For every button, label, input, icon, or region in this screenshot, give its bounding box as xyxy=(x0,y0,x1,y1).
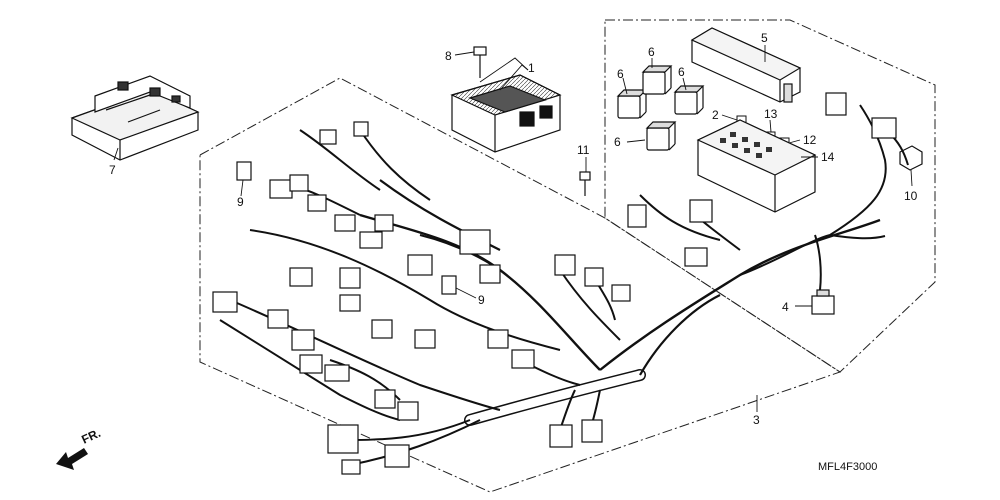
clip-part xyxy=(441,275,457,295)
callout-label: 9 xyxy=(478,293,485,307)
harness-connector xyxy=(689,199,713,223)
callout-label: 12 xyxy=(803,133,817,147)
harness-connector xyxy=(299,354,323,374)
harness-connector xyxy=(627,204,647,228)
harness-connector xyxy=(611,284,631,302)
callout-label: 11 xyxy=(577,143,590,157)
callout-label: 3 xyxy=(753,413,760,427)
harness-connector xyxy=(289,267,313,287)
callout-label: 6 xyxy=(614,135,621,149)
harness-connector xyxy=(479,264,501,284)
harness-connector xyxy=(289,174,309,192)
harness-connector xyxy=(554,254,576,276)
callout-label: 5 xyxy=(761,31,768,45)
clips xyxy=(236,161,457,295)
callout-label: 7 xyxy=(109,163,116,177)
harness-connector xyxy=(359,231,383,249)
callout-label: 9 xyxy=(237,195,244,209)
harness-connector xyxy=(384,444,410,468)
harness-connector xyxy=(339,294,361,312)
harness-connector xyxy=(825,92,847,116)
callout-label: 2 xyxy=(712,108,719,122)
bolt-part xyxy=(473,46,487,78)
callout-label: 1 xyxy=(528,61,535,75)
callout-label: 8 xyxy=(445,49,452,63)
callout-label: 6 xyxy=(678,65,685,79)
harness-connector xyxy=(324,364,350,382)
harness-connector xyxy=(581,419,603,443)
harness-connector xyxy=(267,309,289,329)
front-arrow-icon xyxy=(56,448,88,470)
harness-connector xyxy=(684,247,708,267)
relay-part xyxy=(645,121,677,151)
direction-label: FR. xyxy=(79,426,102,447)
callout-labels: 8 1 7 5 6 6 6 6 2 13 12 14 11 9 9 10 4 3 xyxy=(109,31,918,427)
harness-connector xyxy=(414,329,436,349)
connector-part xyxy=(811,289,835,315)
harness-connector xyxy=(397,401,419,421)
harness-connector xyxy=(374,389,396,409)
connector-part xyxy=(899,145,923,171)
regulator-part xyxy=(450,74,562,153)
harness-connector xyxy=(341,459,361,475)
callout-label: 13 xyxy=(764,107,778,121)
harness-connector xyxy=(291,329,315,351)
relay-part xyxy=(641,65,673,95)
cover-part xyxy=(70,75,200,161)
screw-part xyxy=(579,171,591,196)
harness-connector xyxy=(353,121,369,137)
harness-connector xyxy=(871,117,897,139)
harness-connector xyxy=(374,214,394,232)
harness-connector xyxy=(584,267,604,287)
fusebox-lid-part xyxy=(690,27,802,103)
direction-indicator: FR. xyxy=(56,426,103,470)
harness-connector xyxy=(459,229,491,255)
harness-connector xyxy=(334,214,356,232)
harness-connector xyxy=(487,329,509,349)
harness-connector xyxy=(212,291,238,313)
relay-part xyxy=(616,89,648,119)
group-outlines xyxy=(199,19,936,493)
diagram-code: MFL4F3000 xyxy=(818,461,877,473)
callout-label: 6 xyxy=(648,45,655,59)
callout-label: 6 xyxy=(617,67,624,81)
harness-connector xyxy=(269,179,293,199)
harness-connector xyxy=(549,424,573,448)
leader-lines xyxy=(113,45,913,412)
harness-connector xyxy=(319,129,337,145)
harness-connector xyxy=(307,194,327,212)
harness-connector xyxy=(339,267,361,289)
harness-connector xyxy=(371,319,393,339)
callout-label: 10 xyxy=(904,189,918,203)
relays xyxy=(616,65,705,151)
fusebox-group-outline xyxy=(604,19,936,373)
harness-connector xyxy=(407,254,433,276)
callout-label: 14 xyxy=(821,150,835,164)
callout-label: 4 xyxy=(782,300,789,314)
clip-part xyxy=(236,161,252,181)
harness-connector xyxy=(511,349,535,369)
harness-connector xyxy=(327,424,359,454)
fusebox-body-part xyxy=(696,119,817,213)
harness-connectors xyxy=(212,92,897,475)
relay-part xyxy=(673,85,705,115)
